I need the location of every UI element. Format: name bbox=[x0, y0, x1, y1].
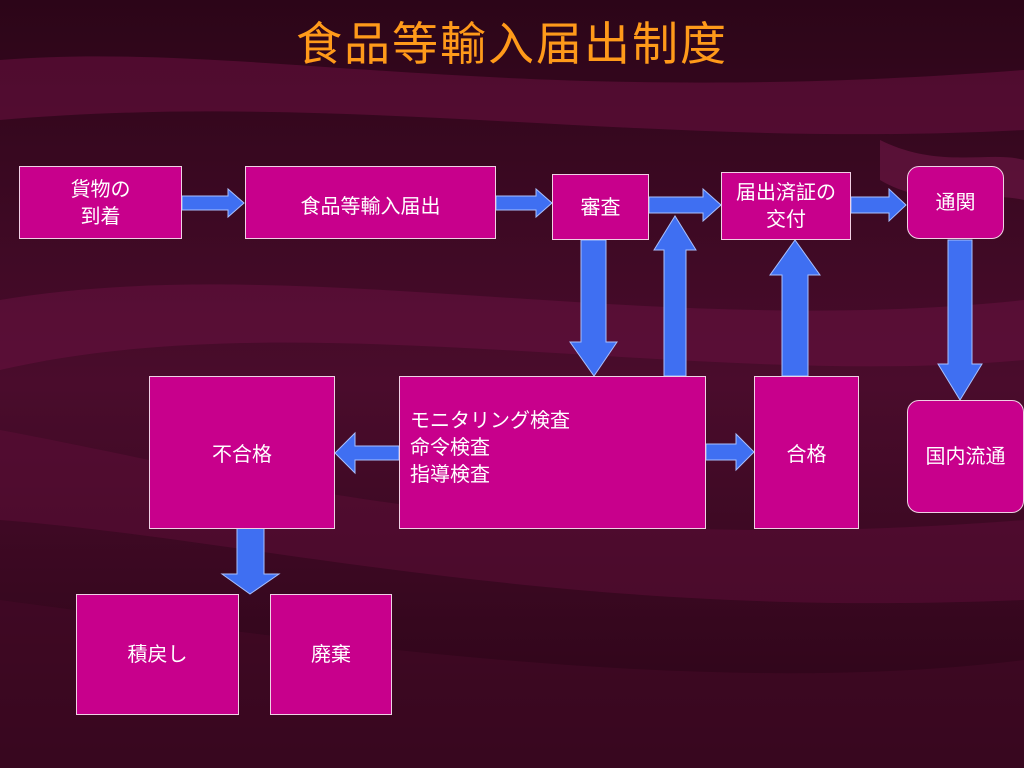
node-inspection-label: モニタリング検査 命令検査 指導検査 bbox=[410, 408, 570, 486]
node-return-label: 積戻し bbox=[127, 642, 188, 666]
node-review: 審査 bbox=[552, 174, 649, 240]
arrow-certificate-to-customs bbox=[850, 187, 907, 223]
node-fail-label: 不合格 bbox=[212, 442, 272, 466]
arrow-review-to-inspection bbox=[569, 239, 618, 377]
node-certificate-label: 届出済証の 交付 bbox=[736, 180, 836, 231]
node-review-label: 審査 bbox=[580, 194, 621, 219]
node-customs-clearance: 通関 bbox=[907, 166, 1004, 239]
arrow-fail-to-outcomes bbox=[220, 527, 281, 595]
arrow-customs-to-domestic bbox=[937, 239, 983, 401]
node-customs-label: 通関 bbox=[935, 190, 976, 214]
page-title: 食品等輸入届出制度 bbox=[296, 17, 728, 71]
node-cargo-arrival: 貨物の 到着 bbox=[19, 166, 182, 239]
arrow-notification-to-review bbox=[495, 187, 553, 219]
node-inspection: モニタリング検査 命令検査 指導検査 bbox=[399, 376, 706, 529]
arrow-review-to-certificate bbox=[648, 187, 722, 223]
node-notification-label: 食品等輸入届出 bbox=[300, 194, 441, 218]
arrow-inspection-to-fail bbox=[334, 431, 400, 475]
node-pass: 合格 bbox=[754, 376, 859, 529]
arrow-inspection-to-pass bbox=[705, 432, 755, 472]
node-disposal: 廃棄 bbox=[270, 594, 392, 715]
arrow-cargo-to-notification bbox=[181, 187, 245, 219]
arrow-pass-to-certificate bbox=[769, 239, 821, 377]
node-domestic-distribution: 国内流通 bbox=[907, 400, 1024, 513]
node-import-notification: 食品等輸入届出 bbox=[245, 166, 496, 239]
node-cargo-label: 貨物の 到着 bbox=[70, 176, 131, 228]
node-domestic-label: 国内流通 bbox=[925, 444, 1006, 468]
node-return-shipment: 積戻し bbox=[76, 594, 239, 715]
node-certificate-issuance: 届出済証の 交付 bbox=[721, 172, 851, 240]
arrow-inspection-to-review bbox=[653, 215, 697, 377]
node-disposal-label: 廃棄 bbox=[311, 642, 351, 666]
node-pass-label: 合格 bbox=[786, 442, 827, 466]
node-fail: 不合格 bbox=[149, 376, 335, 529]
